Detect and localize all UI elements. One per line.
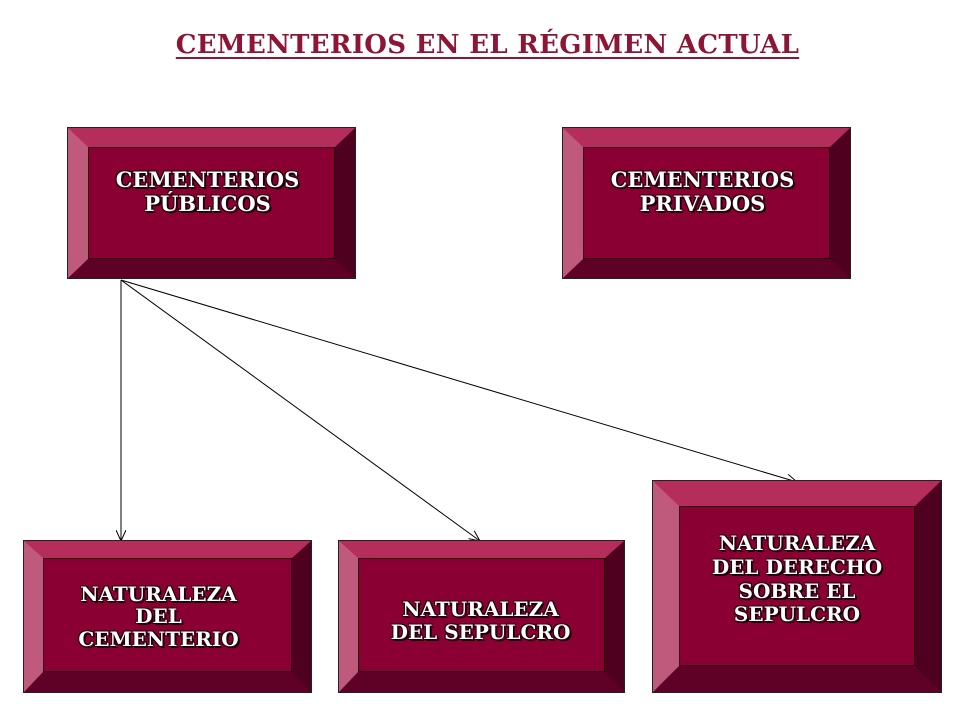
box-cementerios-privados: CEMENTERIOS PRIVADOS [562, 127, 851, 279]
box-cementerios-publicos: CEMENTERIOS PÚBLICOS [67, 127, 356, 279]
box-naturaleza-del-derecho: NATURALEZA DEL DERECHO SOBRE EL SEPULCRO [652, 480, 942, 693]
box-naturaleza-del-derecho-label: NATURALEZA DEL DERECHO SOBRE EL SEPULCRO [711, 531, 883, 627]
box-cementerios-publicos-label: CEMENTERIOS PÚBLICOS [115, 167, 300, 216]
arrow-to-naturaleza-del-sepulcro [120, 279, 480, 541]
page-title: CEMENTERIOS EN EL RÉGIMEN ACTUAL [175, 30, 800, 60]
arrow-to-naturaleza-del-derecho [120, 279, 797, 482]
box-naturaleza-del-sepulcro-label: NATURALEZA DEL SEPULCRO [390, 597, 571, 644]
box-naturaleza-del-cementerio-label: NATURALEZA DEL CEMENTERIO [78, 581, 239, 651]
box-cementerios-privados-label: CEMENTERIOS PRIVADOS [610, 167, 795, 216]
box-naturaleza-del-cementerio: NATURALEZA DEL CEMENTERIO [23, 540, 312, 693]
box-naturaleza-del-sepulcro: NATURALEZA DEL SEPULCRO [338, 540, 625, 693]
